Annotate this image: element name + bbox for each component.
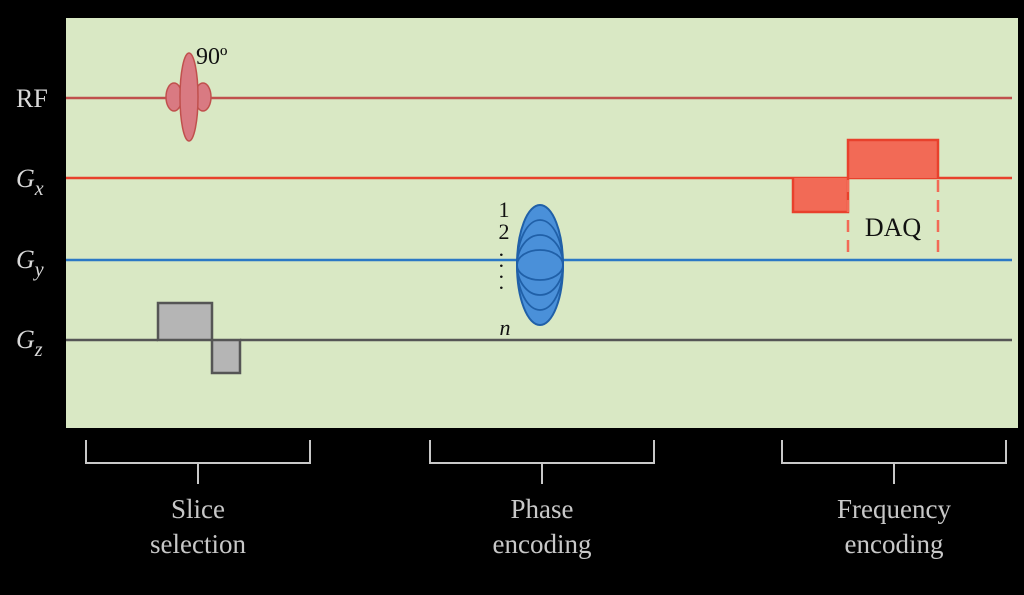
daq-label: DAQ (865, 213, 922, 242)
row-label-gz-sub: z (34, 339, 43, 361)
row-label-gy: Gy (16, 245, 44, 281)
row-label-gz-base: G (16, 325, 35, 354)
row-label-gy-sub: y (33, 259, 44, 281)
caption-slice-line2: selection (150, 529, 246, 559)
caption-phase-line1: Phase (511, 494, 574, 524)
gz-rephase-lobe (210, 338, 242, 375)
row-label-rf: RF (16, 84, 48, 113)
phase-step-2 (516, 249, 564, 281)
row-label-gx: Gx (16, 164, 44, 200)
row-label-gy-base: G (16, 245, 35, 274)
bracket-phase-encoding (429, 440, 655, 484)
gx-dephase-lobe (791, 178, 850, 214)
caption-phase-line2: encoding (493, 529, 592, 559)
caption-slice-line1: Slice (171, 494, 225, 524)
gx-readout-lobe (846, 138, 940, 178)
row-label-gz: Gz (16, 325, 43, 361)
phase-step-last: n (500, 315, 511, 340)
rf-pulse-label: 90º (196, 44, 228, 70)
rf-90-pulse (165, 52, 212, 142)
row-label-gx-base: G (16, 164, 35, 193)
phase-step-dots: . . . . (495, 252, 520, 291)
gz-slice-select-lobe (156, 301, 214, 342)
phase-step-outer (516, 204, 564, 326)
phase-step-second: 2 (499, 219, 510, 244)
caption-frequency-line1: Frequency (837, 494, 951, 524)
caption-frequency-line2: encoding (845, 529, 944, 559)
rf-pulse-mainlobe (179, 52, 199, 142)
bracket-slice-selection (85, 440, 311, 484)
bracket-frequency-encoding (781, 440, 1007, 484)
phase-step-first: 1 (499, 197, 510, 222)
row-label-gx-sub: x (34, 178, 44, 200)
gy-phase-encode-table (516, 204, 564, 326)
